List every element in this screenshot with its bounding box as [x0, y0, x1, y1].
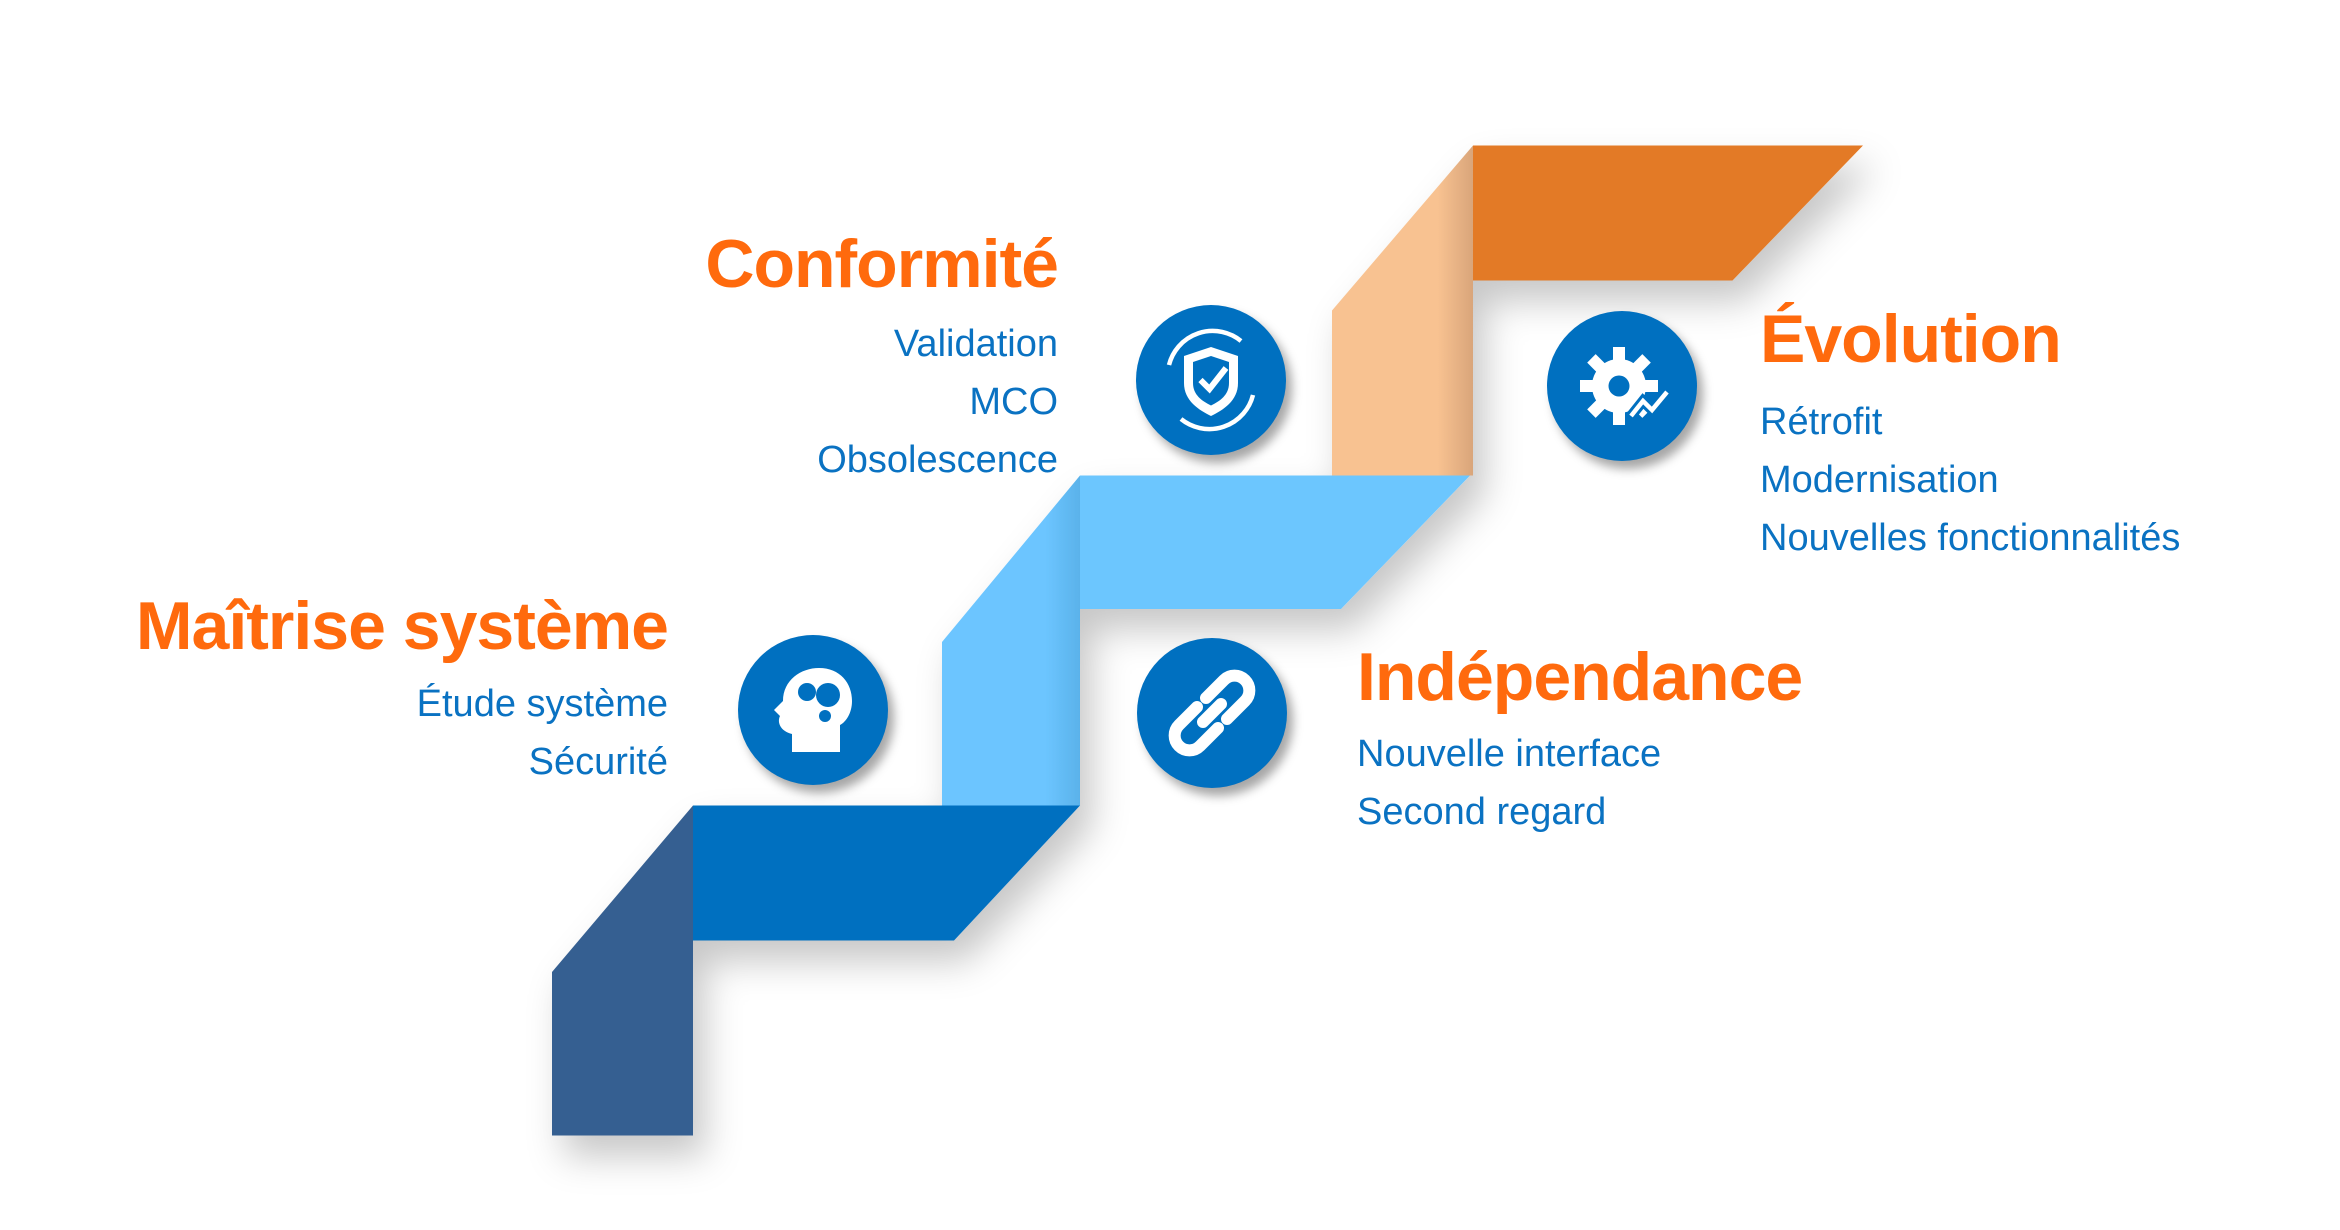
- brain-gears-icon: [738, 635, 888, 785]
- step-3-vertical: [1332, 145, 1473, 476]
- evolution-title: Évolution: [1760, 301, 2062, 377]
- step-2-horizontal: [1080, 475, 1470, 609]
- shield-check-icon: [1136, 305, 1286, 455]
- step-3-horizontal: [1473, 145, 1863, 281]
- maitrise-item: Étude système: [416, 683, 668, 725]
- maitrise-title: Maîtrise système: [135, 588, 669, 664]
- conformite-item: MCO: [969, 381, 1058, 423]
- conformite-item: Validation: [893, 323, 1058, 365]
- independance-item: Nouvelle interface: [1357, 733, 1662, 775]
- maitrise-item: Sécurité: [528, 741, 668, 783]
- step-1-horizontal: [693, 805, 1080, 941]
- evolution-item: Rétrofit: [1760, 401, 1883, 443]
- step-2-vertical: [942, 475, 1080, 806]
- step-1-vertical: [552, 805, 693, 1136]
- conformite-item: Obsolescence: [817, 439, 1058, 481]
- gear-chart-icon: [1547, 311, 1697, 461]
- independance-item: Second regard: [1357, 791, 1607, 833]
- evolution-item: Modernisation: [1760, 459, 1999, 501]
- link-icon: [1137, 638, 1287, 788]
- conformite-title: Conformité: [705, 226, 1059, 302]
- evolution-item: Nouvelles fonctionnalités: [1760, 517, 2181, 559]
- independance-title: Indépendance: [1357, 639, 1803, 715]
